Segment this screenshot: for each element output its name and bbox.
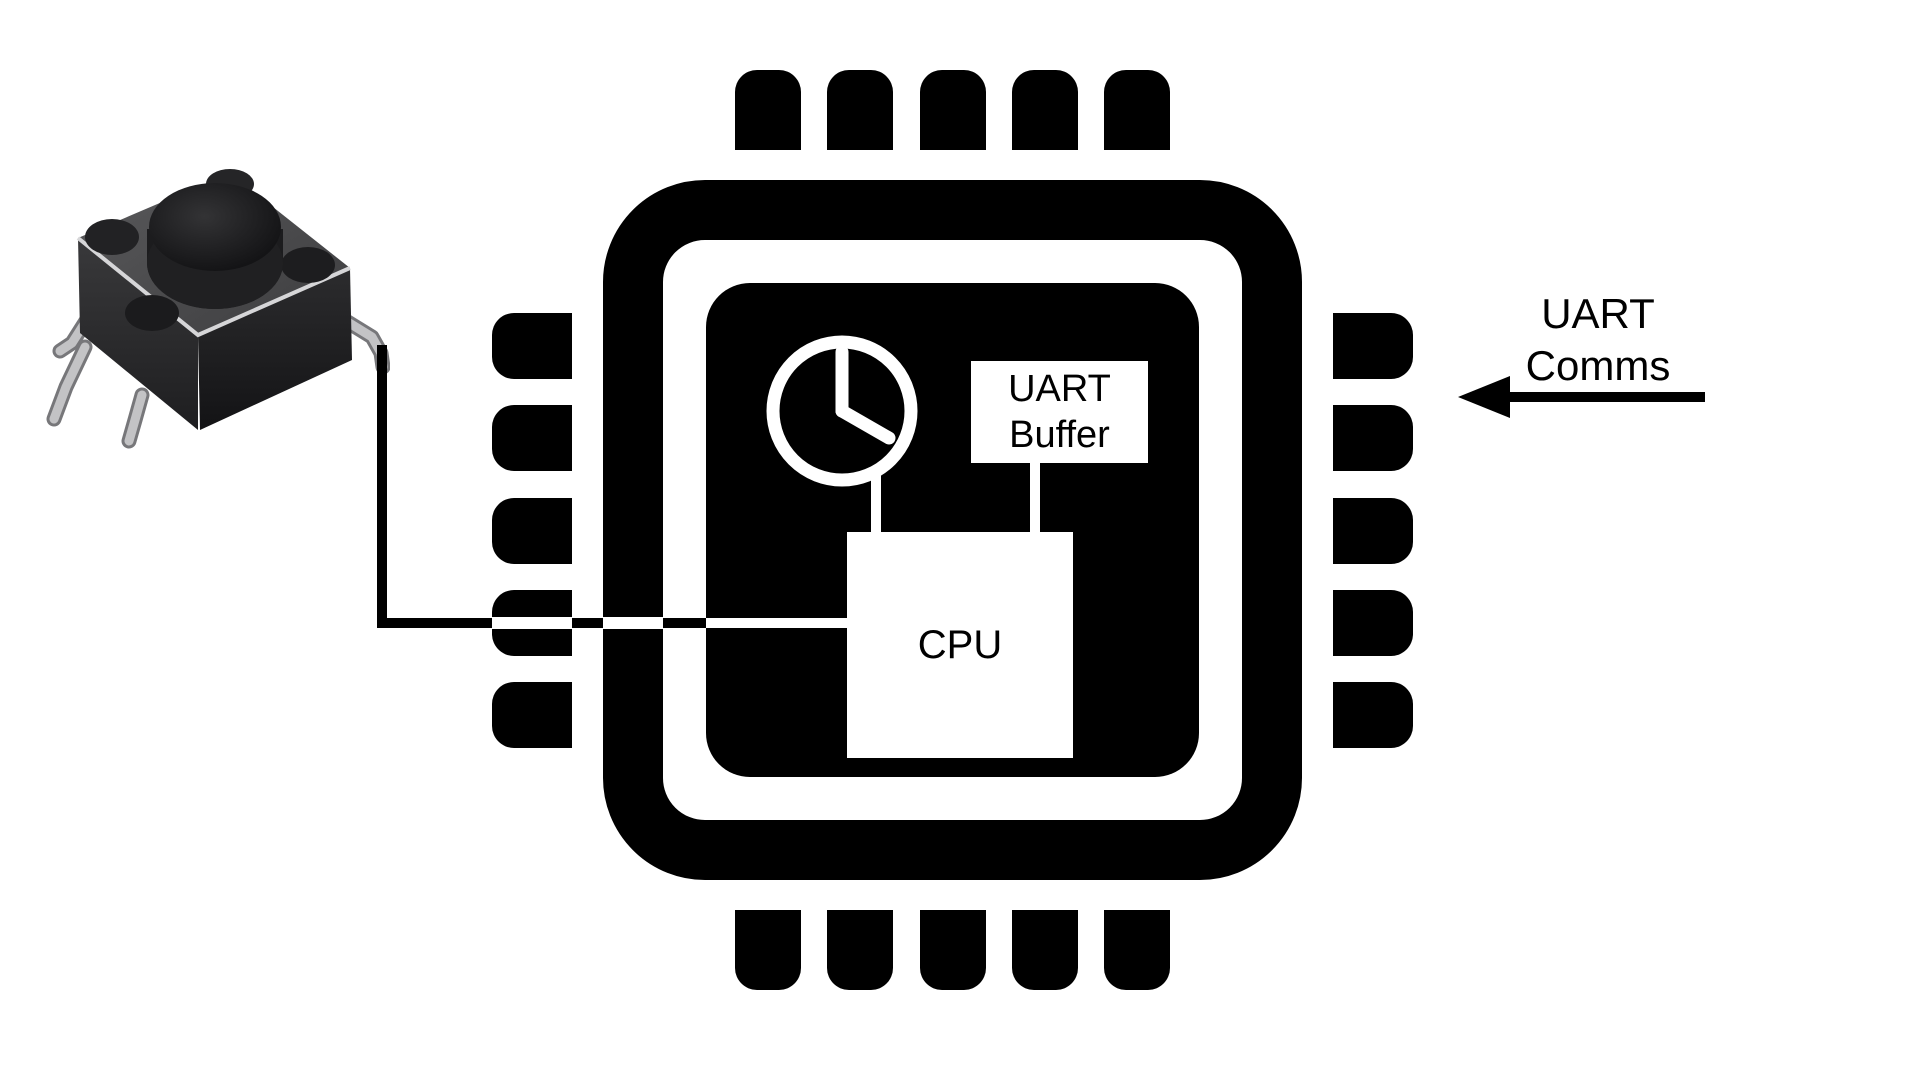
button-plunger [147,183,283,309]
chip-pin-bottom [919,910,986,990]
clock-icon [766,335,918,487]
button-rim-highlight [76,236,351,338]
cpu-label: CPU [917,622,1003,667]
button-corner-dot [125,295,179,331]
chip-pin-top [919,70,986,150]
chip-pin-left [492,682,572,748]
cpu-box: CPU [847,532,1073,758]
chip-pin-top [827,70,894,150]
chip-pin-bottom [1011,910,1078,990]
chip-pin-bottom [827,910,894,990]
chip-pin-right [1333,313,1413,379]
chip-pin-right [1333,682,1413,748]
clock-to-cpu-connector [871,472,881,534]
wire-crossing-frame [603,617,663,629]
uart-buffer-label-line2: Buffer [1009,414,1110,456]
chip-pin-left [492,405,572,472]
chip-pin-left [492,313,572,379]
uart-comms-label: UART Comms [1478,288,1718,392]
button-corner-dot [281,247,335,283]
push-button-image [46,169,390,449]
chip-pin-left [492,497,572,564]
wire-inside-core [706,618,847,628]
uart-buffer-label-line1: UART [1008,368,1111,410]
uart-buffer-box: UART Buffer [971,361,1148,463]
buffer-to-cpu-connector [1030,461,1040,534]
button-leg-front [121,387,150,449]
button-wire-vertical [377,345,387,628]
chip-pin-right [1333,589,1413,656]
chip-pin-top [735,70,801,150]
chip-frame [603,180,1302,880]
chip-pin-right [1333,405,1413,472]
chip-pin-top [1104,70,1170,150]
chip-pin-bottom [1104,910,1170,990]
uart-comms-label-line1: UART [1541,290,1655,337]
chip-pin-bottom [735,910,801,990]
chip-pin-right [1333,497,1413,564]
button-leg-front-left [46,339,93,427]
uart-comms-arrowhead [1458,376,1510,418]
button-body-right-face [198,268,352,430]
button-corner-dot [85,219,139,255]
uart-comms-label-line2: Comms [1525,342,1671,389]
chip-pin-top [1011,70,1078,150]
clock-hand-minute [835,404,896,445]
uart-comms-arrow-shaft [1500,392,1705,402]
wire-crossing-left-pin [492,617,572,629]
button-body-left-face [78,238,198,430]
